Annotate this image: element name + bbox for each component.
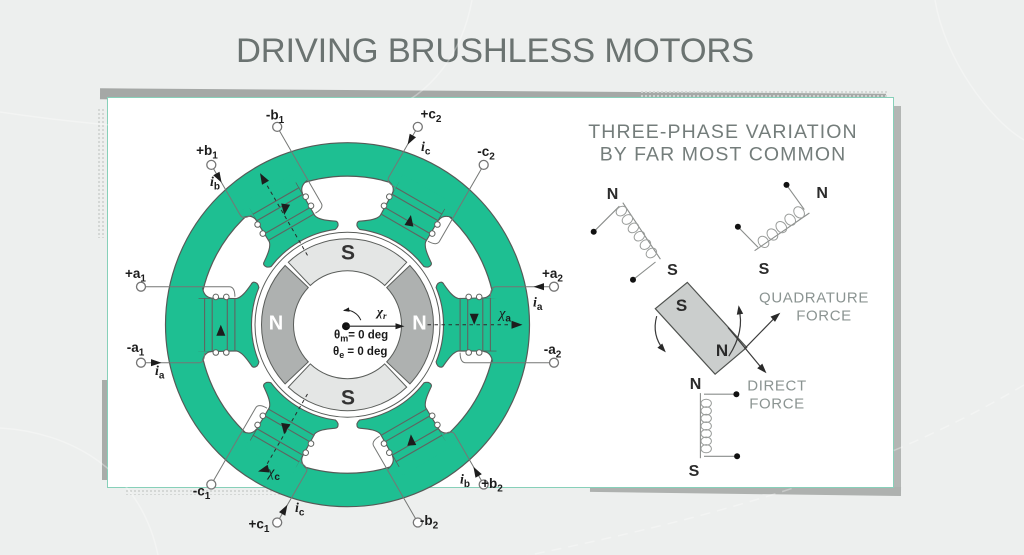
svg-text:N: N bbox=[690, 376, 702, 393]
svg-text:THREE-PHASE VARIATION: THREE-PHASE VARIATION bbox=[588, 121, 857, 143]
svg-text:+b1: +b1 bbox=[196, 143, 218, 162]
svg-text:ic: ic bbox=[421, 140, 431, 158]
svg-text:ia: ia bbox=[533, 296, 543, 314]
svg-text:S: S bbox=[341, 242, 355, 265]
svg-text:DIRECT: DIRECT bbox=[747, 378, 806, 395]
svg-text:FORCE: FORCE bbox=[796, 308, 852, 325]
svg-text:N: N bbox=[269, 313, 283, 335]
svg-text:N: N bbox=[607, 186, 619, 203]
svg-text:N: N bbox=[412, 313, 426, 335]
svg-text:S: S bbox=[676, 296, 687, 315]
svg-text:N: N bbox=[816, 185, 828, 202]
svg-text:S: S bbox=[689, 463, 700, 480]
svg-text:S: S bbox=[341, 387, 355, 410]
svg-text:+c2: +c2 bbox=[421, 107, 442, 126]
svg-text:θe = 0 deg: θe = 0 deg bbox=[333, 346, 387, 360]
svg-text:S: S bbox=[667, 262, 678, 279]
svg-text:ic: ic bbox=[295, 501, 305, 519]
svg-text:ib: ib bbox=[460, 473, 470, 491]
svg-text:+a1: +a1 bbox=[125, 266, 146, 285]
svg-text:ia: ia bbox=[155, 364, 165, 382]
svg-text:+b2: +b2 bbox=[481, 476, 503, 495]
svg-text:+c1: +c1 bbox=[249, 517, 270, 536]
svg-text:BY FAR MOST COMMON: BY FAR MOST COMMON bbox=[600, 144, 847, 166]
svg-text:-a1: -a1 bbox=[127, 340, 145, 359]
svg-text:N: N bbox=[716, 341, 728, 360]
svg-text:-b2: -b2 bbox=[420, 513, 439, 532]
svg-text:FORCE: FORCE bbox=[749, 396, 805, 413]
svg-text:-c2: -c2 bbox=[477, 144, 495, 163]
svg-text:S: S bbox=[759, 261, 770, 278]
svg-text:QUADRATURE: QUADRATURE bbox=[759, 290, 869, 307]
svg-text:ib: ib bbox=[210, 175, 220, 193]
svg-text:θm= 0 deg: θm= 0 deg bbox=[334, 330, 388, 344]
